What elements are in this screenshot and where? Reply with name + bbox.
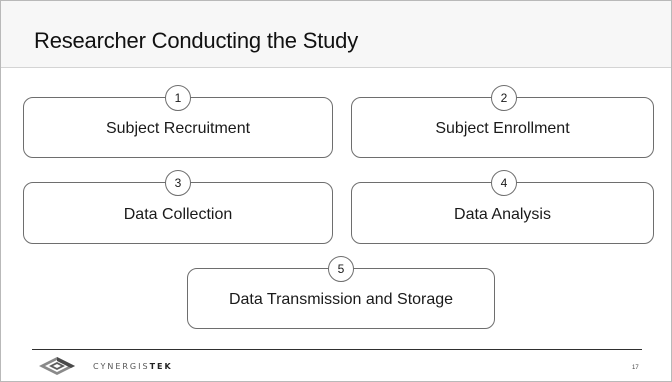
company-logo-text: CYNERGISTEK <box>93 362 173 371</box>
logo-text-bold: TEK <box>149 361 173 371</box>
logo-text-light: CYNERGIS <box>93 361 150 371</box>
footer-divider <box>32 349 642 350</box>
step-box-2: Subject Enrollment <box>351 97 654 158</box>
step-number-badge-3: 3 <box>165 170 191 196</box>
company-logo: CYNERGISTEK <box>37 355 173 377</box>
step-label-1: Subject Recruitment <box>105 120 251 137</box>
step-number-badge-2: 2 <box>491 85 517 111</box>
step-number-badge-1: 1 <box>165 85 191 111</box>
step-label-2: Subject Enrollment <box>435 120 570 137</box>
step-box-4: Data Analysis <box>351 182 654 244</box>
cynergistek-diamond-logo-icon <box>39 357 75 375</box>
step-number-badge-5: 5 <box>328 256 354 282</box>
step-label-3: Data Collection <box>123 206 233 223</box>
slide-title: Researcher Conducting the Study <box>34 28 358 53</box>
page-number: 17 <box>632 365 639 371</box>
step-label-5: Data Transmission and Storage <box>228 291 454 308</box>
step-label-4: Data Analysis <box>454 206 551 223</box>
title-bar: Researcher Conducting the Study <box>1 1 671 68</box>
step-number-badge-4: 4 <box>491 170 517 196</box>
